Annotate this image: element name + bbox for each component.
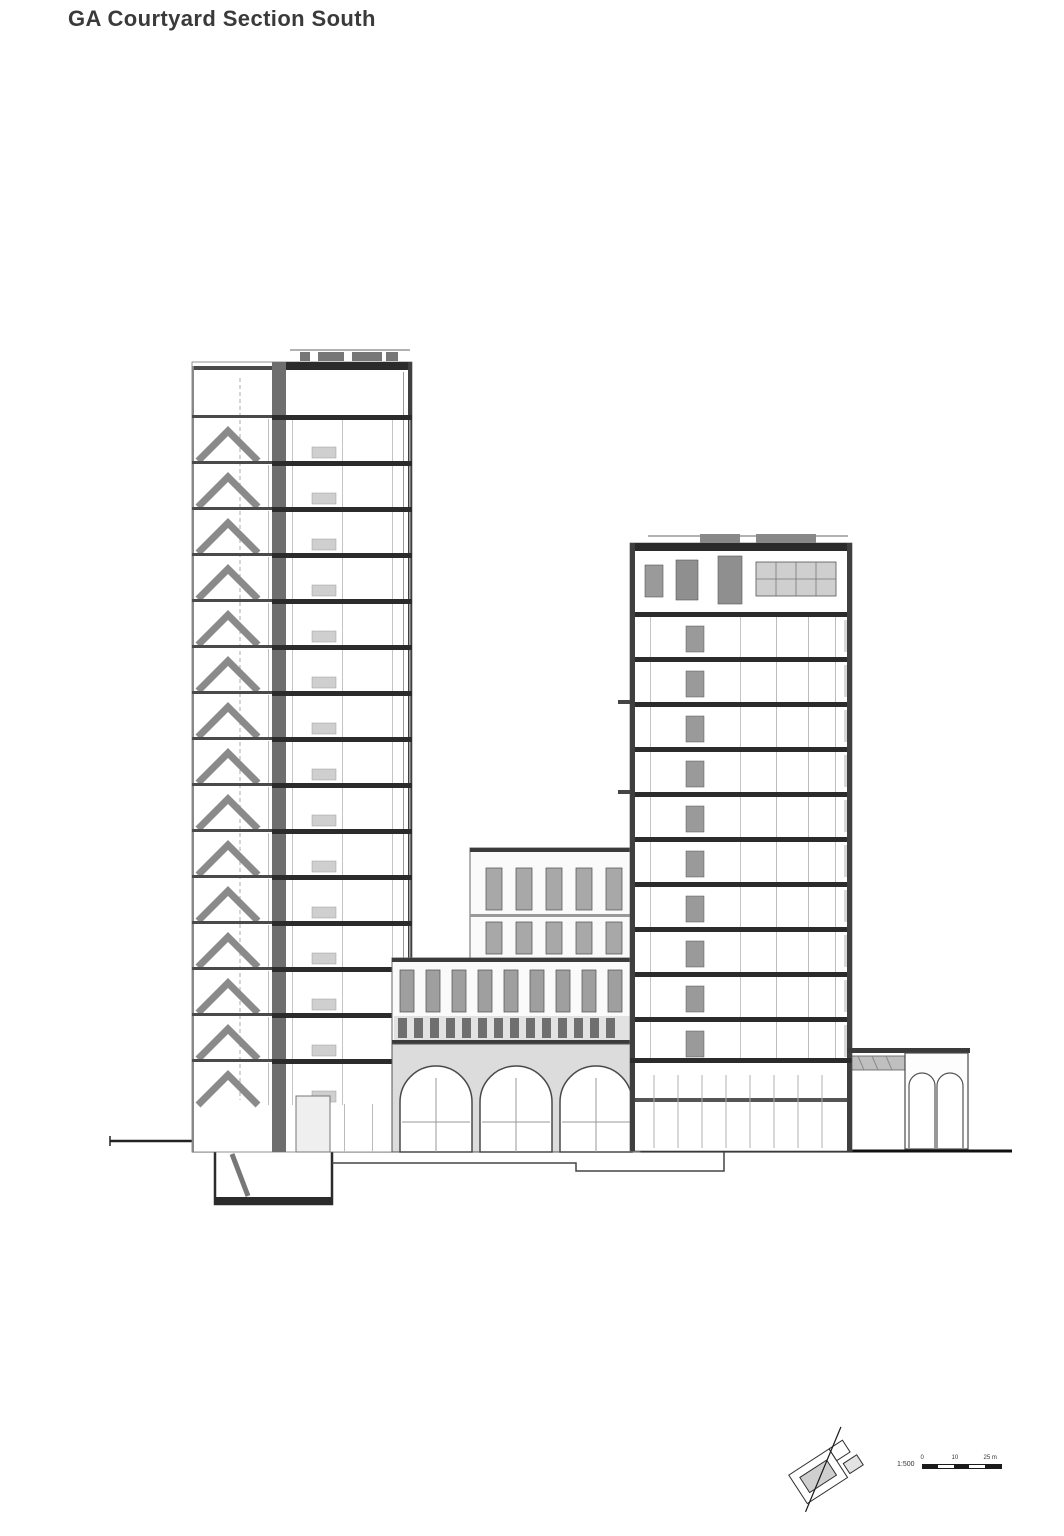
scale-tick: 25 m xyxy=(983,1455,997,1461)
gatehouse-arcade-section xyxy=(847,1048,970,1150)
left-tower-core-wall xyxy=(272,362,286,1152)
key-plan xyxy=(788,1426,864,1513)
scale-tick: 10 xyxy=(951,1455,959,1461)
arch-opening xyxy=(936,1072,964,1148)
scale-bar: 1:500 0 10 25 m xyxy=(897,1455,1004,1469)
left-tower-roof xyxy=(272,362,412,370)
left-tower-lobby xyxy=(295,1095,373,1153)
right-tower-section xyxy=(618,534,853,1152)
right-tower-roof xyxy=(630,543,852,551)
left-tower-section xyxy=(192,349,412,1153)
podium-lower-block xyxy=(391,957,640,1045)
section-cut-line xyxy=(804,1426,842,1513)
scale-bar-graphic: 0 10 25 m xyxy=(920,1455,1004,1469)
scale-tick: 0 xyxy=(920,1455,924,1461)
balcony-slab xyxy=(618,790,630,794)
drawing-title: GA Courtyard Section South xyxy=(68,6,376,31)
right-tower-penthouse xyxy=(644,555,837,605)
balcony-slab xyxy=(618,700,630,704)
scale-label: 1:500 xyxy=(897,1461,915,1468)
right-tower-ground-floor xyxy=(630,1058,852,1148)
arch-opening xyxy=(908,1072,936,1148)
basement-section xyxy=(213,1152,725,1206)
courtyard-podium-section xyxy=(391,847,641,1153)
podium-upper-block xyxy=(469,847,633,959)
podium-arcade xyxy=(391,1043,641,1153)
